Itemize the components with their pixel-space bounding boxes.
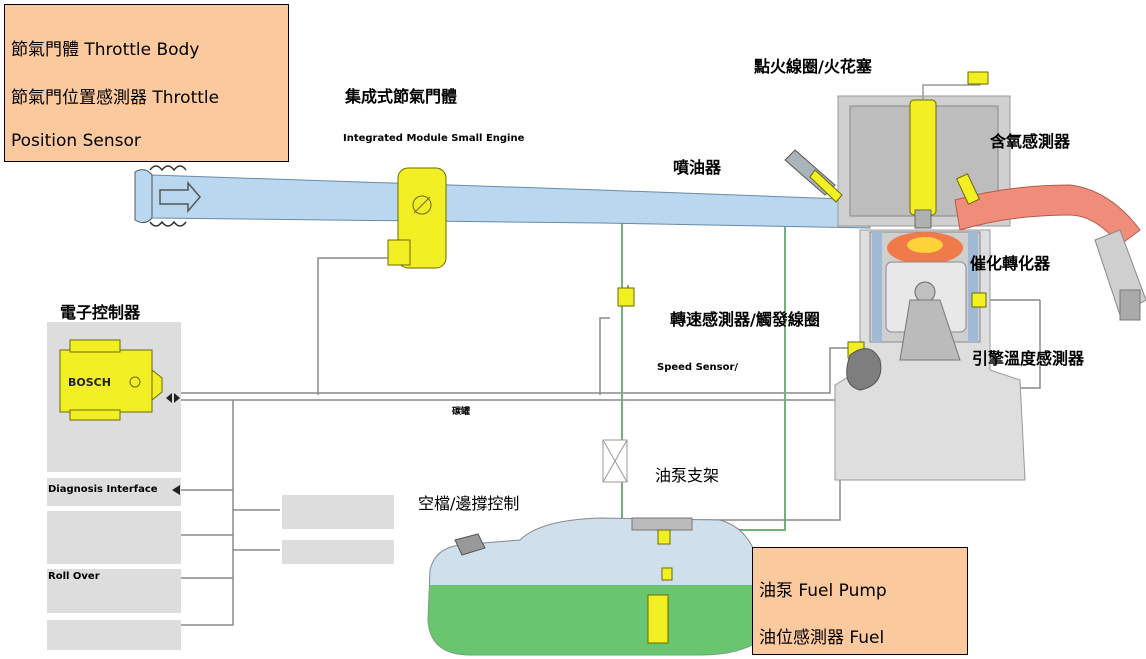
canister-valve xyxy=(617,287,635,307)
pump-wire xyxy=(700,400,841,521)
catalytic-converter-label: 催化轉化器 xyxy=(970,254,1051,273)
intake-pipe xyxy=(134,165,871,229)
diagnosis-arrow-icon xyxy=(172,485,180,495)
diagnosis-panel xyxy=(47,478,181,506)
rollover-panel xyxy=(47,569,181,613)
integrated-module-label: Integrated Module Small Engine xyxy=(343,133,525,144)
fuel-box-line1: 油泵 Fuel Pump xyxy=(759,581,887,601)
idle-control-label: 空檔/邊撐控制 xyxy=(418,494,520,513)
diagnosis-interface-label: Diagnosis Interface xyxy=(48,484,158,495)
speed-sensor-label: 轉速感測器/觸發線圈 xyxy=(670,310,820,329)
switch-box-2 xyxy=(282,540,394,564)
left-panel-5 xyxy=(47,620,181,650)
engine-temp-sensor xyxy=(971,292,987,308)
fuel-box-line2: 油位感測器 Fuel xyxy=(759,628,885,648)
integrated-throttle-label: 集成式節氣門體 xyxy=(345,87,458,106)
injector-label: 噴油器 xyxy=(673,158,722,177)
throttle-box-line2: 節氣門位置感測器 Throttle xyxy=(11,88,220,108)
switch-box-1 xyxy=(282,495,394,529)
roll-over-label: Roll Over xyxy=(48,571,100,582)
left-panel-3 xyxy=(47,511,181,564)
exhaust xyxy=(954,184,1146,321)
arrow-left-icon xyxy=(166,393,172,403)
speed-sensor-en-label: Speed Sensor/ xyxy=(657,362,739,373)
oxygen-sensor xyxy=(955,173,981,205)
throttle-label-box: 節氣門體 Throttle Body 節氣門位置感測器 Throttle Pos… xyxy=(4,4,289,162)
ecu-label: 電子控制器 xyxy=(60,303,141,322)
arrow-right-icon xyxy=(174,393,180,403)
ecu-brand: BOSCH xyxy=(68,376,111,389)
ignition-coil xyxy=(909,71,989,229)
throttle-box-line3: Position Sensor xyxy=(11,131,141,151)
fuel-injector xyxy=(784,149,843,203)
ecu-module: BOSCH xyxy=(59,339,163,421)
fuel-filter xyxy=(602,439,628,483)
engine-temp-label: 引擎溫度感測器 xyxy=(972,349,1085,368)
throttle-body xyxy=(387,167,447,269)
trigger-coil xyxy=(846,348,882,391)
canister-label: 碳罐 xyxy=(452,407,471,417)
oxygen-sensor-label: 含氧感測器 xyxy=(990,132,1071,151)
pump-bracket-label: 油泵支架 xyxy=(655,466,720,485)
fuel-tank xyxy=(427,517,761,656)
fuel-label-box: 油泵 Fuel Pump 油位感測器 Fuel xyxy=(752,547,968,655)
ignition-coil-label: 點火線圈/火花塞 xyxy=(754,57,872,76)
throttle-box-line1: 節氣門體 Throttle Body xyxy=(11,40,200,60)
